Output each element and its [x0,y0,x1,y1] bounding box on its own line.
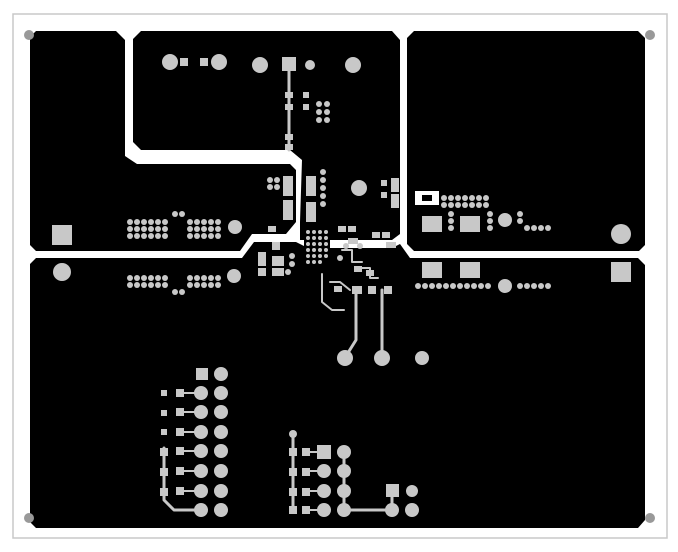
mounting-hole-tl [24,30,34,40]
center-traces [321,226,429,366]
top-right-pad-arrays [422,195,631,244]
mounting-holes [24,30,655,523]
bottom-plane [30,242,645,528]
top-left-plane [30,31,296,251]
bottom-center-header [289,430,419,517]
bga-vias [306,230,328,264]
mounting-hole-tr [645,30,655,40]
top-connector-pads [162,54,361,73]
center-component-area [304,228,330,268]
top-center-plane [133,31,400,240]
bottom-upper-pads [53,262,631,295]
mounting-hole-br [645,513,655,523]
top-right-plane [407,31,645,251]
top-left-pad-arrays [52,211,276,245]
left-center-cluster [258,242,295,276]
middle-components [267,169,439,222]
mounting-hole-bl [24,513,34,523]
vertical-trace-top [285,68,330,152]
bottom-left-header [160,367,228,517]
